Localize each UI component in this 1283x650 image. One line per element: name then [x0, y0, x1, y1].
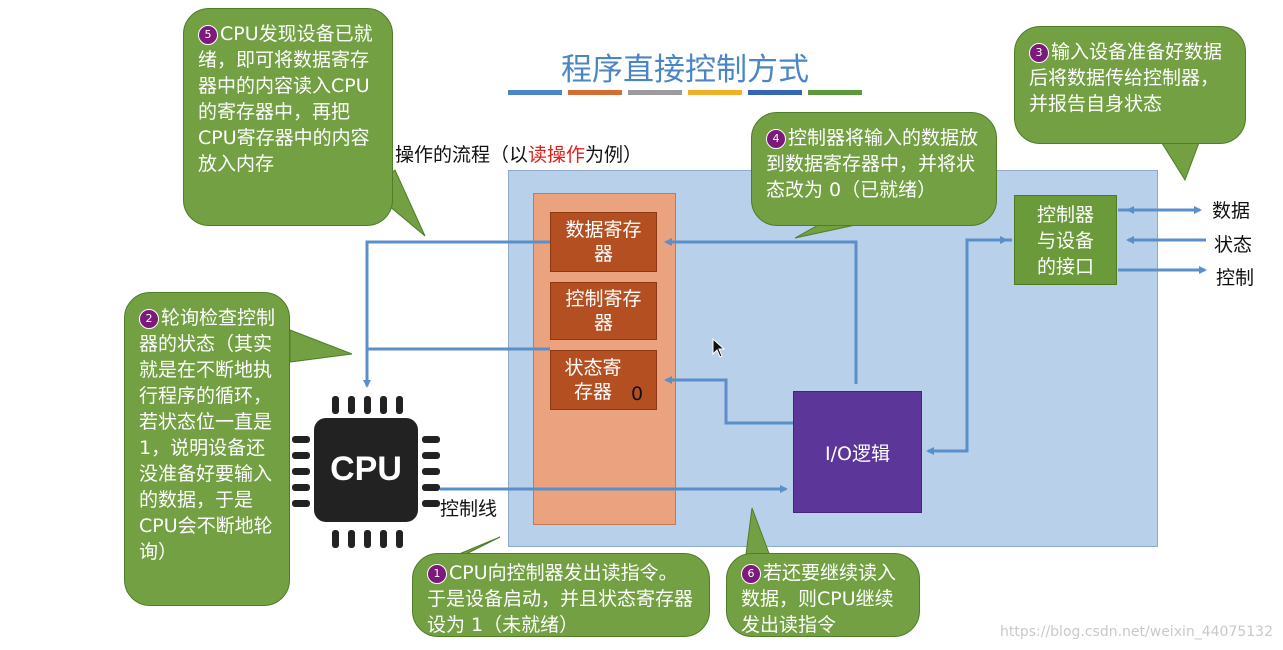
- data-register-label: 数据寄存器: [565, 219, 642, 265]
- callout-2-pointer: [289, 329, 353, 363]
- page-title: 程序直接控制方式: [561, 52, 809, 88]
- cpu-label: CPU: [330, 450, 402, 488]
- step-3-text: 输入设备准备好数据后将数据传给控制器，并报告自身状态: [1029, 41, 1223, 115]
- control-line-label: 控制线: [440, 498, 498, 520]
- step-3-badge: 3: [1029, 43, 1049, 63]
- step-1-badge: 1: [427, 564, 447, 584]
- io-logic-block: I/O逻辑: [793, 391, 922, 513]
- device-interface-block: 控制器与设备的接口: [1014, 195, 1117, 285]
- title-underline-6: [808, 90, 862, 95]
- device-interface-label: 控制器与设备的接口: [1036, 204, 1094, 278]
- control-register-label: 控制寄存器: [565, 288, 642, 334]
- step-4-badge: 4: [766, 129, 786, 149]
- control-register: 控制寄存器: [550, 282, 657, 340]
- subtitle-prefix: 操作的流程（以: [395, 144, 529, 166]
- side-label-data: 数据: [1212, 200, 1251, 222]
- step-6-badge: 6: [741, 564, 761, 584]
- step-5-badge: 5: [198, 25, 218, 45]
- title-underline-1: [508, 90, 562, 95]
- subtitle-highlight: 读操作: [528, 144, 586, 166]
- side-label-status: 状态: [1214, 234, 1253, 256]
- side-label-control: 控制: [1216, 267, 1255, 289]
- title-underline-5: [748, 90, 802, 95]
- step-5-text: CPU发现设备已就绪，即可将数据寄存器中的内容读入CPU的寄存器中，再把CPU寄…: [198, 23, 373, 175]
- title-underline-4: [688, 90, 742, 95]
- status-register-label: 状态寄存器: [564, 357, 622, 403]
- status-register: 状态寄存器 0: [550, 350, 657, 410]
- status-register-value: 0: [631, 383, 644, 405]
- title-underline-2: [568, 90, 622, 95]
- callout-3-pointer: [1159, 139, 1201, 182]
- mouse-cursor-icon: [712, 338, 726, 358]
- step-2-badge: 2: [139, 309, 159, 329]
- step-6-text: 若还要继续读入数据，则CPU继续发出读指令: [741, 562, 897, 636]
- data-register: 数据寄存器: [550, 212, 657, 272]
- cpu-chip-icon: [292, 396, 440, 548]
- step-2-text: 轮询检查控制器的状态（其实就是在不断地执行程序的循环，若状态位一直是1，说明设备…: [139, 307, 276, 563]
- flow-subtitle: 操作的流程（以读操作为例）: [395, 140, 642, 167]
- io-logic-label: I/O逻辑: [825, 442, 890, 465]
- step-1-text: CPU向控制器发出读指令。于是设备启动，并且状态寄存器设为 1（未就绪）: [427, 562, 694, 636]
- subtitle-suffix: 为例）: [585, 144, 643, 166]
- step-4-text: 控制器将输入的数据放到数据寄存器中，并将状态改为 0（已就绪）: [766, 127, 979, 201]
- title-underline-3: [628, 90, 682, 95]
- watermark: https://blog.csdn.net/weixin_44075132: [999, 624, 1273, 640]
